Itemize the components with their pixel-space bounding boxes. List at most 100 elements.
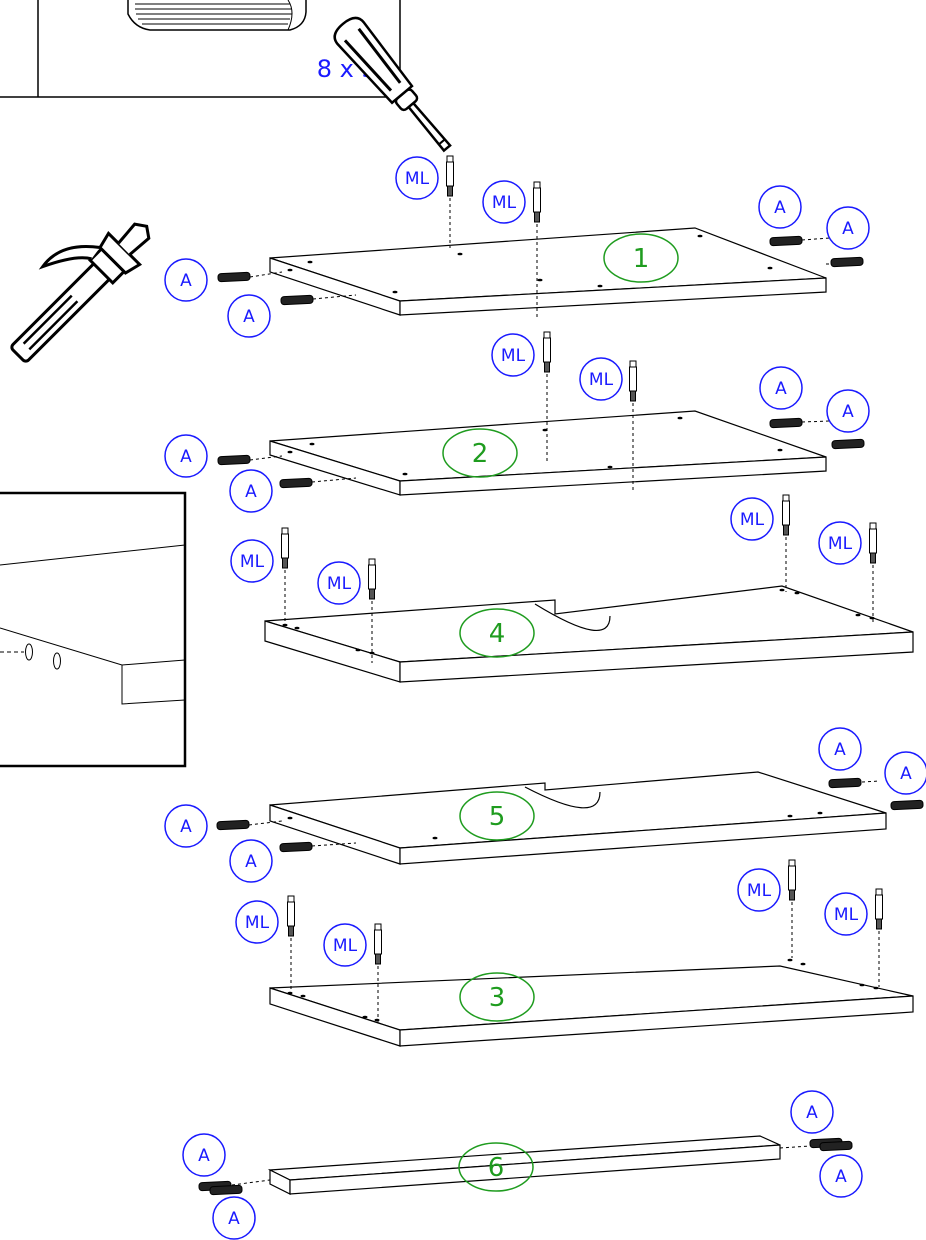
dowel-callout: A — [229, 839, 273, 883]
cam-bolt-piece — [533, 181, 541, 319]
panel-front-face — [399, 995, 914, 1047]
panel-front-face — [289, 1144, 781, 1195]
dowel-callout: A — [229, 469, 273, 513]
panel-number-label: 2 — [472, 439, 489, 469]
cam-bolt-callout: ML — [235, 900, 279, 944]
panel-hole — [794, 591, 800, 595]
panel-hole — [300, 994, 306, 998]
panel-4: 4 — [264, 585, 914, 683]
dowel-piece — [280, 294, 314, 306]
dowel-piece — [209, 1184, 243, 1196]
panel-label-oval — [458, 1142, 534, 1192]
cam-bolt-piece — [875, 888, 883, 987]
callout-label: ML — [333, 936, 358, 956]
panel-hole — [457, 252, 463, 256]
cam-bolt-callout: ML — [579, 357, 623, 401]
dowel-callout: A — [818, 727, 862, 771]
cam-bolt-callout: ML — [491, 333, 535, 377]
panel-hole — [287, 816, 293, 820]
dowel-piece — [769, 235, 803, 247]
dowel-callout: A — [164, 804, 208, 848]
callout-label: ML — [589, 370, 614, 390]
panel-hole — [597, 284, 603, 288]
panel-hole — [855, 613, 861, 617]
panel-hole — [800, 962, 806, 966]
panel-hole — [432, 836, 438, 840]
callout-label: A — [774, 198, 786, 218]
callout-label: A — [775, 379, 787, 399]
panel-hole — [362, 1015, 368, 1019]
panel-hole — [355, 648, 361, 652]
panel-front-face — [399, 456, 827, 496]
panel-cutout — [534, 603, 611, 631]
panel-hole — [287, 991, 293, 995]
dowel-piece — [769, 417, 803, 429]
cam-bolt-piece — [287, 895, 295, 994]
dowel-piece — [217, 454, 251, 466]
cam-bolt-callout: ML — [323, 923, 367, 967]
panel-number-label: 3 — [489, 983, 506, 1013]
panel-hole — [869, 616, 875, 620]
dowel-piece — [217, 271, 251, 283]
dowel-callout: A — [826, 206, 870, 250]
callout-label: A — [900, 764, 912, 784]
panel-hole — [767, 266, 773, 270]
dowel-hole — [25, 643, 33, 661]
dowel-callout: A — [826, 389, 870, 433]
panel-hole — [392, 290, 398, 294]
callout-label: ML — [834, 905, 859, 925]
guide-line — [801, 237, 831, 241]
panel-label-oval — [459, 972, 535, 1022]
guide-line — [311, 477, 357, 483]
panel-hole — [537, 278, 543, 282]
dowel-piece — [890, 799, 924, 811]
dowel-illustration-icon — [127, 0, 307, 31]
callout-label: ML — [492, 193, 517, 213]
callout-label: A — [243, 307, 255, 327]
callout-label: A — [245, 482, 257, 502]
callout-label: ML — [740, 510, 765, 530]
guide-line — [801, 420, 831, 423]
cam-bolt-callout: ML — [818, 521, 862, 565]
cam-bolt-piece — [281, 527, 289, 626]
cam-bolt-piece — [446, 155, 454, 248]
cam-bolt-piece — [629, 360, 637, 491]
panel-hole — [779, 588, 785, 592]
callout-label: A — [842, 402, 854, 422]
panel-number-label: 5 — [489, 802, 506, 832]
cam-bolt-piece — [869, 522, 877, 623]
panels-layer: 1 2 4 5 3 6 — [264, 227, 914, 1195]
panel-hole — [309, 442, 315, 446]
dowel-callout: A — [212, 1196, 256, 1240]
panel-hole — [374, 1018, 380, 1022]
guide-line — [861, 780, 881, 783]
guide-line — [779, 1145, 811, 1149]
panel-6: 6 — [267, 1135, 781, 1195]
dowel-piece — [830, 256, 864, 268]
cam-bolt-piece — [782, 494, 790, 592]
dowel-piece — [828, 777, 862, 789]
dowel-callout: A — [819, 1154, 863, 1198]
cam-bolt-callout: ML — [824, 892, 868, 936]
panel-hole — [817, 811, 823, 815]
panel-hole — [607, 465, 613, 469]
callout-label: A — [834, 740, 846, 760]
cam-bolt-callout: ML — [482, 180, 526, 224]
panel-front-face — [399, 812, 887, 865]
panel-hole — [287, 450, 293, 454]
callout-label: ML — [405, 169, 430, 189]
callout-label: A — [180, 271, 192, 291]
panel-number-label: 4 — [489, 619, 506, 649]
guide-line — [249, 271, 283, 278]
guide-line — [249, 455, 283, 461]
dowel-callout: A — [164, 434, 208, 478]
panel-hole — [873, 986, 879, 990]
cam-bolt-callout: ML — [730, 497, 774, 541]
callout-label: A — [198, 1146, 210, 1166]
dowel-hole — [53, 652, 61, 670]
cam-bolt-callout: ML — [317, 561, 361, 605]
panel-1: 1 — [269, 227, 827, 316]
panel-5: 5 — [269, 771, 887, 865]
